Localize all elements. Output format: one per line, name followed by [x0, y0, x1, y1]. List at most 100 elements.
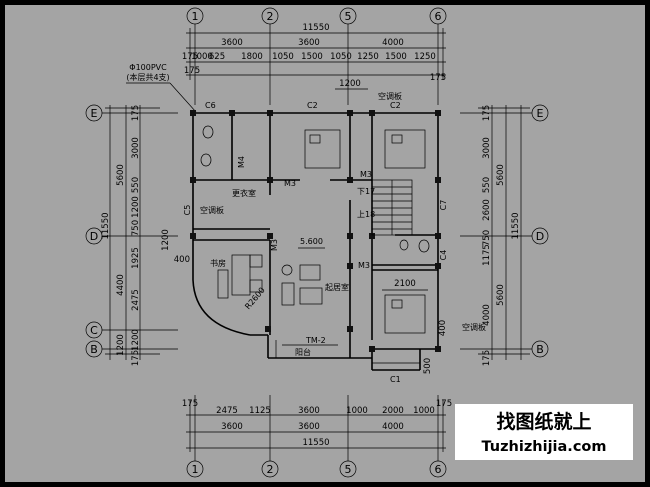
label-level: 5.600 — [300, 237, 323, 246]
dim-bay: 3600 — [298, 422, 320, 432]
dim-inner: 175 — [482, 350, 492, 366]
left-dimension-lines — [105, 105, 160, 360]
dim-inner: 3000 — [482, 137, 492, 159]
dim-outer: 1200 — [116, 334, 126, 356]
label-window: C4 — [439, 250, 448, 261]
dim-inner: 175 — [482, 105, 492, 121]
dim-bay: 3600 — [221, 422, 243, 432]
dim-detail: 175 — [182, 399, 198, 409]
dim-outer: 5600 — [496, 284, 506, 306]
label-radius: R2600 — [243, 286, 267, 312]
dim-extra: 400 — [438, 320, 448, 336]
label-window: C7 — [439, 200, 448, 211]
label-room: 起居室 — [325, 282, 349, 292]
dim-bay: 4000 — [382, 422, 404, 432]
label-ac-board: 空调板 — [378, 91, 402, 101]
watermark-badge: 找图纸就上 Tuzhizhijia.com — [455, 404, 633, 460]
label-balcony: 阳台 — [295, 347, 311, 357]
grid-label: 5 — [345, 10, 352, 23]
dim-inner: 750 — [482, 230, 492, 246]
dim-detail: 1250 — [357, 52, 379, 62]
label-door: M3 — [284, 179, 296, 188]
dim-detail: 175 — [436, 399, 452, 409]
dim-detail: 1500 — [385, 52, 407, 62]
grid-label: D — [90, 230, 98, 243]
grid-axis-top: 1 2 5 6 — [186, 7, 447, 25]
dim-detail: 1500 — [301, 52, 323, 62]
grid-label: 2 — [267, 463, 274, 476]
walls — [192, 112, 439, 371]
label-stair: 上18 — [357, 210, 375, 219]
dim-inner: 3000 — [131, 137, 141, 159]
dim-inner: 4000 — [482, 304, 492, 326]
grid-label: 6 — [435, 463, 442, 476]
label-room: 更衣室 — [232, 188, 256, 198]
label-door: M3 — [270, 239, 279, 251]
grid-axis-left: E D C B — [85, 104, 103, 358]
dim-total-left: 11550 — [101, 212, 111, 239]
dim-inner: 550 — [131, 177, 141, 193]
dim-detail: 1050 — [330, 52, 352, 62]
top-dimension-lines — [186, 28, 446, 80]
label-window: C2 — [307, 101, 318, 110]
dim-total-right: 11550 — [511, 212, 521, 239]
right-dimension-lines — [478, 105, 530, 360]
label-door: TM-2 — [305, 336, 326, 345]
label-window: C1 — [390, 375, 401, 384]
dim-detail: 175 — [430, 73, 446, 83]
grid-label: C — [90, 324, 98, 337]
grid-label: 5 — [345, 463, 352, 476]
grid-label: 1 — [192, 10, 199, 23]
dim-detail: 1000 — [413, 406, 435, 416]
dim-inner: 2475 — [131, 289, 141, 311]
grid-label: 6 — [435, 10, 442, 23]
grid-label: E — [91, 107, 98, 120]
dim-detail: 2475 — [216, 406, 238, 416]
label-stair: 下17 — [357, 187, 375, 196]
label-door: M3 — [360, 170, 372, 179]
label-door: M3 — [358, 261, 370, 270]
study-furniture — [217, 254, 263, 299]
label-window: C2 — [390, 101, 401, 110]
dim-room: 500 — [423, 358, 433, 374]
dim-detail: 2000 — [382, 406, 404, 416]
dim-inner: 550 — [482, 177, 492, 193]
bathroom-fixtures — [200, 125, 430, 253]
dim-detail: 625 — [209, 52, 225, 62]
dim-detail: 1050 — [272, 52, 294, 62]
label-window: C5 — [183, 205, 192, 216]
dim-bay: 3600 — [221, 38, 243, 48]
dim-inner: 1200 — [131, 329, 141, 351]
label-room: 书房 — [210, 258, 226, 268]
grid-label: B — [90, 343, 98, 356]
dim-detail: 1125 — [249, 406, 271, 416]
dim-inner: 1200 — [131, 196, 141, 218]
label-door: M4 — [237, 156, 246, 168]
living-furniture — [281, 264, 323, 306]
balcony — [275, 340, 420, 364]
bed-furniture — [304, 129, 426, 334]
grid-label: D — [536, 230, 544, 243]
dim-extra: 400 — [174, 255, 190, 265]
dim-total-bottom: 11550 — [302, 438, 329, 448]
dim-inner: 750 — [131, 220, 141, 236]
pipe-note: Φ100PVC — [129, 63, 167, 72]
watermark-chinese: 找图纸就上 — [496, 410, 591, 433]
dim-detail: 175 — [182, 52, 198, 62]
dim-bay: 3600 — [298, 38, 320, 48]
grid-label: 2 — [267, 10, 274, 23]
dim-detail: 3600 — [298, 406, 320, 416]
label-window: C6 — [205, 101, 216, 110]
dim-extra: 1200 — [161, 229, 171, 251]
grid-label: B — [536, 343, 544, 356]
pipe-note: (本层共4支) — [126, 72, 169, 82]
dim-detail: 1000 — [191, 52, 213, 62]
dim-inner: 1925 — [131, 247, 141, 269]
dim-detail: 1000 — [346, 406, 368, 416]
grid-axis-right: E D B — [531, 104, 549, 358]
staircase — [371, 179, 413, 236]
grid-label: E — [537, 107, 544, 120]
bottom-dimension-lines — [186, 400, 446, 452]
dim-outer: 5600 — [496, 164, 506, 186]
